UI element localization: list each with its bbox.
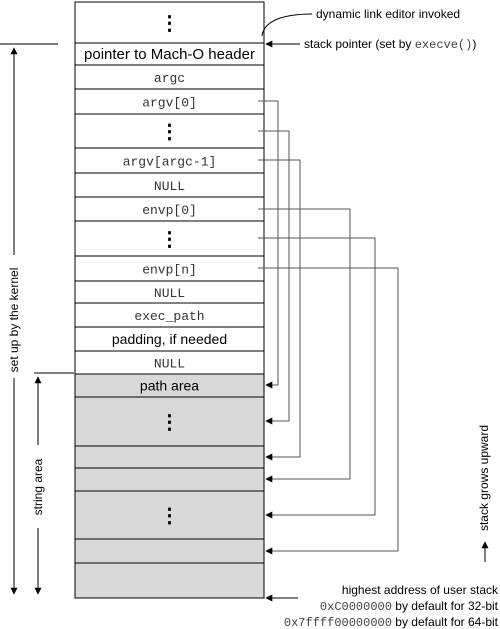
stack-cell-envp-n: envp[n]: [74, 255, 265, 282]
stack-cell-label: padding, if needed: [112, 331, 227, 347]
stack-grows-label: stack grows upward: [477, 425, 491, 531]
stack-cell-envp-0: envp[0]: [74, 196, 265, 222]
stack-cell-box: [74, 220, 265, 257]
stack-cell-padding: padding, if needed: [74, 326, 265, 352]
address-32-bit-label: 0xC0000000 by default for 32-bit: [320, 599, 499, 614]
stack-cell-label: ⋮: [160, 121, 180, 143]
stack-cell-top-ellipsis: ⋮: [74, 1, 265, 44]
stack-cell-label: argv[argc-1]: [123, 155, 217, 170]
string-area-label: string area: [31, 458, 45, 515]
argv-0-pointer: [258, 100, 279, 389]
dynamic-link-editor-label: dynamic link editor invoked: [316, 7, 460, 21]
stack-cell-label: NULL: [154, 357, 185, 372]
stack-cell-argv-argc-1: argv[argc-1]: [74, 147, 265, 174]
highest-address-label: highest address of user stack: [342, 583, 499, 597]
stack-cell-null-1: NULL: [74, 172, 265, 198]
stack-cell-path-area: path area: [74, 373, 265, 398]
stack-cell-mach-o-header: pointer to Mach-O header: [74, 42, 265, 66]
stack-cell-box: [74, 396, 265, 447]
stack-cell-string-3: [74, 467, 265, 492]
stack-cell-box: [74, 538, 265, 564]
stack-cell-string-5: [74, 538, 265, 564]
stack-cell-label: argc: [154, 71, 185, 86]
kernel-bracket-label: set up by the kernel: [7, 268, 21, 373]
stack-cell-label: NULL: [154, 286, 185, 301]
stack-cell-argc: argc: [74, 64, 265, 90]
dynamic-link-editor-leader: [261, 13, 313, 37]
stack-cell-argv-0: argv[0]: [74, 88, 265, 115]
argv-ellipsis-pointer: [258, 130, 290, 425]
stack-cell-label: path area: [140, 378, 199, 394]
stack-cell-box: [74, 467, 265, 492]
stack-cell-box: [74, 1, 265, 44]
argv-last-pointer: [258, 159, 301, 461]
stack-cell-string-6: [74, 562, 265, 599]
stack-cell-null-2: NULL: [74, 280, 265, 304]
stack-cell-box: [74, 445, 265, 469]
stack-cell-label: exec_path: [134, 309, 204, 324]
stack-cell-label: ⋮: [160, 412, 180, 434]
stack-cell-string-4: ⋮: [74, 490, 265, 540]
stack-cell-box: [74, 255, 265, 282]
address-64-bit-label: 0x7ffff00000000 by default for 64-bit: [284, 615, 499, 629]
envp-ellipsis-pointer: [258, 237, 376, 519]
stack-cell-label: pointer to Mach-O header: [84, 46, 255, 63]
stack-cell-argv-ellipsis: ⋮: [74, 113, 265, 149]
stack-cell-label: envp[0]: [142, 203, 197, 218]
stack-cell-label: argv[0]: [142, 96, 197, 111]
stack-cell-null-3: NULL: [74, 350, 265, 375]
stack-cell-box: [74, 326, 265, 352]
stack-cell-box: [74, 88, 265, 115]
stack-cell-label: ⋮: [160, 229, 180, 251]
stack-cell-label: ⋮: [160, 505, 180, 527]
envp-n-pointer: [258, 267, 399, 555]
stack-cell-label: envp[n]: [142, 263, 197, 278]
stack-pointer-label: stack pointer (set by execve()): [304, 37, 476, 52]
stack-cell-exec-path: exec_path: [74, 302, 265, 328]
stack-cell-string-2: [74, 445, 265, 469]
stack-cells: ⋮ pointer to Mach-O header argc argv[0] ⋮ arg…: [74, 1, 265, 599]
stack-cell-string-1: ⋮: [74, 396, 265, 447]
stack-cell-label: ⋮: [160, 13, 180, 35]
stack-cell-box: [74, 562, 265, 599]
envp-0-pointer: [258, 208, 351, 483]
stack-cell-box: [74, 64, 265, 90]
pointer-lines: [258, 100, 399, 555]
stack-cell-envp-ellipsis: ⋮: [74, 220, 265, 257]
stack-cell-label: NULL: [154, 179, 185, 194]
stack-cell-box: [74, 302, 265, 328]
